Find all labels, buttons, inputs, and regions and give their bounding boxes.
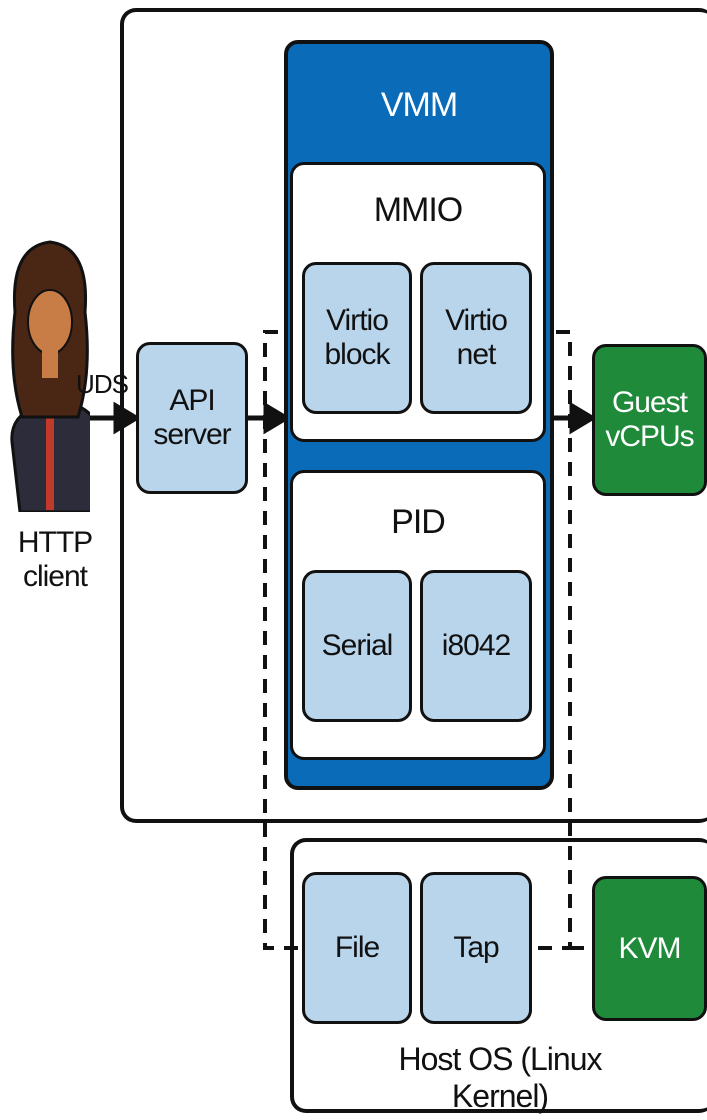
kvm-box: KVM xyxy=(592,876,707,1021)
vmm-title: VMM xyxy=(380,85,458,124)
mmio-title: MMIO xyxy=(373,190,464,229)
host-os-item-tap: Tap xyxy=(420,872,532,1024)
pid-title: PID xyxy=(391,502,446,541)
person-icon xyxy=(10,240,90,512)
mmio-device-virtio-block: Virtio block xyxy=(302,262,412,414)
host-os-title: Host OS (Linux Kernel) xyxy=(398,1041,603,1114)
api-server-box: API server xyxy=(136,342,248,494)
host-os-item-file: File xyxy=(302,872,412,1024)
uds-label: UDS xyxy=(76,368,129,399)
http-client-label: HTTP client xyxy=(17,526,93,593)
guest-vcpus-box: Guest vCPUs xyxy=(592,344,707,496)
pid-device-serial: Serial xyxy=(302,570,412,722)
pid-device-i8042: i8042 xyxy=(420,570,532,722)
mmio-device-virtio-net: Virtio net xyxy=(420,262,532,414)
